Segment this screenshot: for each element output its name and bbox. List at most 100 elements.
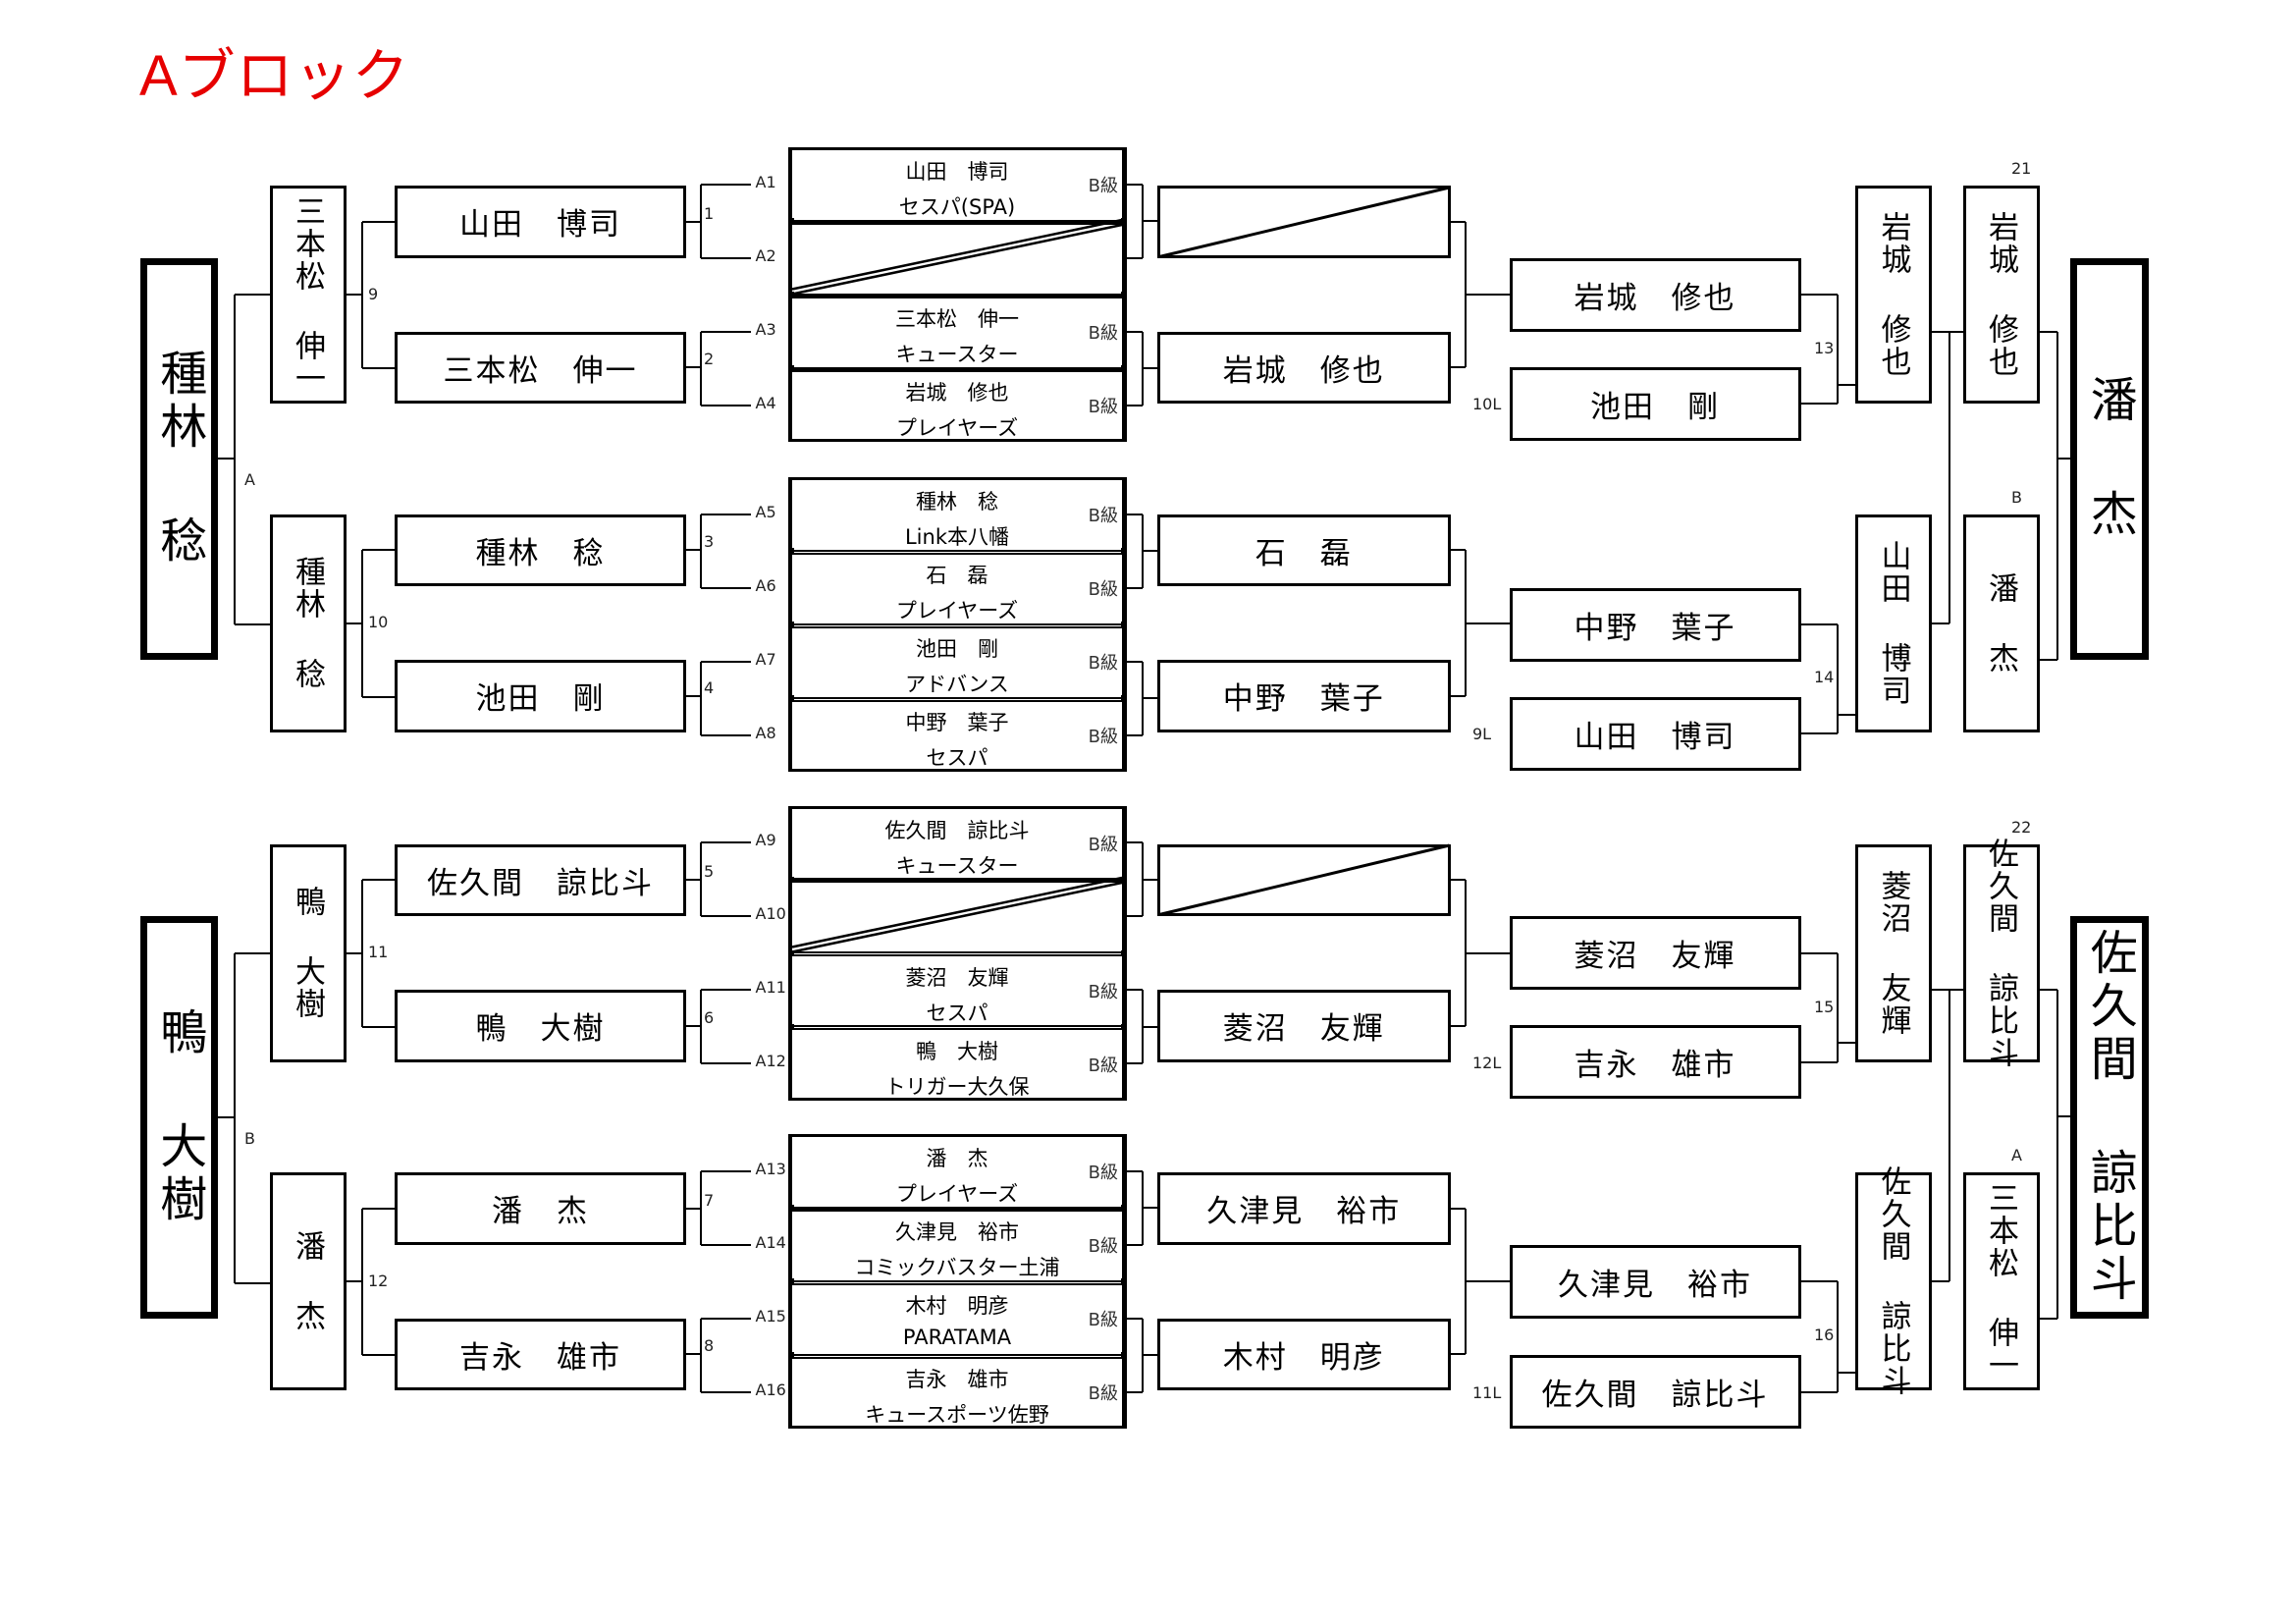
left-r1-player-text: 三本松 伸一 <box>443 352 638 389</box>
right-r4-player[interactable]: 佐久間 諒比斗 <box>1962 838 2040 1069</box>
right-r3-player-text: 菱沼 友輝 <box>1875 869 1911 1037</box>
right-r2-player[interactable]: 佐久間 諒比斗 <box>1509 1355 1801 1429</box>
left-finalist-2-text: 鴨 大樹 <box>151 1006 207 1227</box>
right-r2-player[interactable]: 吉永 雄市 <box>1509 1025 1801 1099</box>
entry-slot[interactable]: 山田 博司セスパ(SPA)B級 <box>792 150 1122 219</box>
bracket-line <box>2039 659 2057 661</box>
left-r1-player[interactable]: 山田 博司 <box>395 186 686 258</box>
left-r1-player[interactable]: 三本松 伸一 <box>395 331 686 404</box>
right-r1-player[interactable]: 岩城 修也 <box>1157 331 1451 404</box>
bracket-line <box>1126 989 1143 991</box>
left-semi-1[interactable]: 三本松 伸一 <box>269 186 347 404</box>
bracket-line <box>1126 915 1143 917</box>
right-r2-player[interactable]: 中野 葉子 <box>1509 587 1801 662</box>
bracket-line <box>1800 1060 1838 1063</box>
right-r4-player[interactable]: 潘 杰 <box>1962 514 2040 732</box>
left-r1-player[interactable]: 鴨 大樹 <box>395 990 686 1062</box>
entry-grade: B級 <box>1088 506 1118 526</box>
entry-club: セスパ(SPA) <box>898 195 1016 219</box>
bracket-line <box>362 879 395 882</box>
right-r4-player[interactable]: 岩城 修也 <box>1962 186 2040 404</box>
loser-label: 12L <box>1472 1053 1502 1072</box>
match-number: 6 <box>704 1007 715 1027</box>
entry-name: 種林 稔 <box>916 490 998 514</box>
right-r2-player[interactable]: 菱沼 友輝 <box>1509 916 1801 990</box>
bracket-line <box>1838 383 1855 386</box>
left-r1-player[interactable]: 池田 剛 <box>395 660 686 732</box>
right-r2-player[interactable]: 山田 博司 <box>1509 696 1801 771</box>
round-label: 22 <box>2011 817 2032 837</box>
bracket-line <box>700 184 702 258</box>
left-semi-4[interactable]: 潘 杰 <box>269 1172 347 1390</box>
left-r1-player[interactable]: 吉永 雄市 <box>395 1318 686 1390</box>
right-r3-player[interactable]: 佐久間 諒比斗 <box>1855 1165 1932 1397</box>
bracket-line <box>1450 1207 1466 1210</box>
left-finalist-1[interactable]: 種林 稔 <box>139 257 218 660</box>
bracket-line <box>700 842 702 916</box>
bracket-line <box>2056 1115 2070 1117</box>
entry-name: 佐久間 諒比斗 <box>884 818 1030 842</box>
right-r3-player[interactable]: 菱沼 友輝 <box>1855 843 1932 1062</box>
left-semi-2[interactable]: 種林 稔 <box>269 514 347 732</box>
slot-divider <box>787 219 1127 225</box>
bracket-line <box>1800 1280 1838 1282</box>
entry-club: セスパ <box>926 1001 988 1025</box>
right-r3-player[interactable]: 山田 博司 <box>1855 514 1932 732</box>
bracket-line <box>362 1207 395 1210</box>
seed-label: A6 <box>755 575 776 595</box>
bracket-line <box>1932 622 1949 624</box>
bracket-line <box>1800 294 1838 296</box>
left-r1-player[interactable]: 佐久間 諒比斗 <box>395 843 686 916</box>
seed-label: A10 <box>755 904 786 923</box>
bracket-line <box>701 841 751 843</box>
right-r2-player[interactable]: 久津見 裕市 <box>1509 1244 1801 1319</box>
right-finalist-2[interactable]: 佐久間 諒比斗 <box>2070 916 2149 1319</box>
right-r2-player[interactable]: 池田 剛 <box>1509 366 1801 441</box>
seed-label: A1 <box>755 172 776 191</box>
right-finalist-1[interactable]: 潘 杰 <box>2070 257 2149 660</box>
right-r1-player[interactable]: 菱沼 友輝 <box>1157 990 1451 1062</box>
bracket-line <box>1465 1280 1510 1282</box>
right-r4-player[interactable]: 三本松 伸一 <box>1962 1172 2040 1390</box>
right-r1-player-text: 久津見 裕市 <box>1206 1194 1402 1230</box>
left-semi-3[interactable]: 鴨 大樹 <box>269 843 347 1062</box>
slot-divider <box>787 696 1127 699</box>
left-r1-player[interactable]: 潘 杰 <box>395 1172 686 1245</box>
right-r1-player[interactable]: 木村 明彦 <box>1157 1318 1451 1390</box>
right-r1-player[interactable]: 中野 葉子 <box>1157 660 1451 732</box>
slot-divider <box>787 951 1127 953</box>
bracket-line <box>701 1390 751 1393</box>
bracket-line <box>234 623 270 625</box>
right-r1-player[interactable]: 久津見 裕市 <box>1157 1172 1451 1245</box>
right-finalist-2-text: 佐久間 諒比斗 <box>2081 927 2137 1307</box>
bracket-line <box>1838 1372 1855 1374</box>
left-finalist-2[interactable]: 鴨 大樹 <box>139 916 218 1319</box>
bracket-line <box>1932 330 1949 333</box>
right-r2-player[interactable]: 岩城 修也 <box>1509 257 1801 332</box>
bracket-line <box>1143 550 1157 552</box>
right-r3-player[interactable]: 岩城 修也 <box>1855 186 1932 404</box>
left-r1-player[interactable]: 種林 稔 <box>395 514 686 586</box>
bracket-line <box>701 330 751 333</box>
right-r2-player-text: 岩城 修也 <box>1574 280 1736 316</box>
half-label: B <box>244 1128 255 1148</box>
bracket-line <box>1800 1390 1838 1393</box>
bracket-line <box>1932 1280 1949 1282</box>
entry-name: 山田 博司 <box>905 160 1009 184</box>
entry-grade: B級 <box>1088 834 1118 855</box>
bracket-line <box>361 1208 363 1355</box>
right-r1-player[interactable]: 石 磊 <box>1157 514 1451 586</box>
